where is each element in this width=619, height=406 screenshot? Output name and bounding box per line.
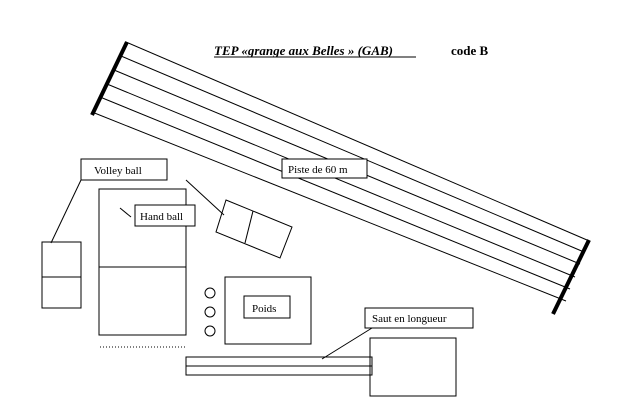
volleyball-court-leader bbox=[185, 179, 225, 216]
handball-court bbox=[98, 188, 187, 336]
handball-leader bbox=[119, 207, 132, 218]
running-track bbox=[90, 41, 591, 315]
long-jump-runway bbox=[185, 356, 373, 376]
handball-label-box bbox=[134, 204, 196, 227]
long-jump-label-box bbox=[364, 307, 474, 329]
volleyball-court-small bbox=[41, 241, 82, 309]
volleyball-label-box bbox=[80, 158, 168, 181]
long-jump-label: Saut en longueur bbox=[372, 313, 447, 325]
long-jump-leader bbox=[321, 327, 373, 360]
volleyball-leader bbox=[50, 179, 82, 244]
shot-put-label: Poids bbox=[252, 303, 276, 315]
long-jump-pit bbox=[369, 337, 457, 397]
shot-put-area bbox=[224, 276, 312, 345]
shot-put-circles bbox=[204, 287, 216, 337]
track-end-left bbox=[90, 41, 129, 116]
plan-title: TEP «grange aux Belles » (GAB) bbox=[214, 43, 393, 58]
track-end-right bbox=[551, 239, 591, 315]
track-label: Piste de 60 m bbox=[288, 164, 348, 176]
shot-put-label-box bbox=[243, 295, 291, 319]
plan-code: code B bbox=[451, 43, 489, 58]
volleyball-label: Volley ball bbox=[94, 165, 142, 177]
handball-label: Hand ball bbox=[140, 211, 183, 223]
track-label-box bbox=[281, 158, 368, 179]
volleyball-court-tilted bbox=[215, 199, 293, 259]
